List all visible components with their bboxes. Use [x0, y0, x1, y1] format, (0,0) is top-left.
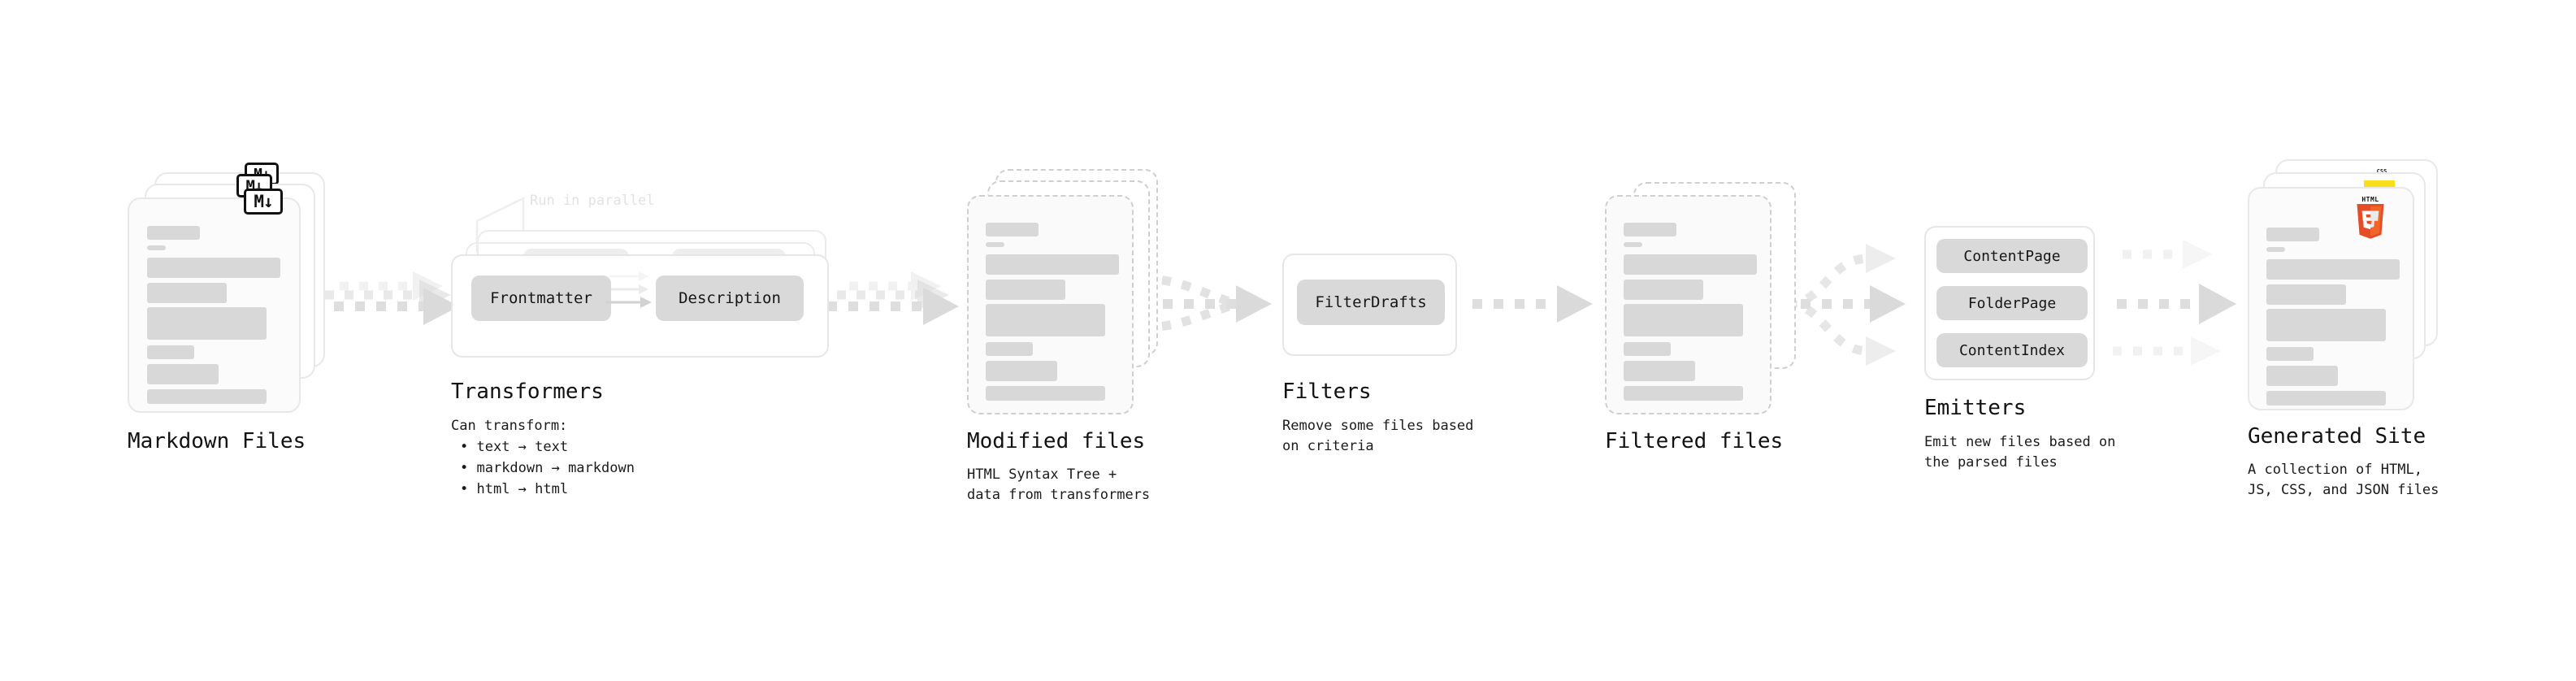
skeleton-bar — [147, 245, 166, 250]
html5-icon-label: HTML — [2361, 196, 2379, 203]
emitter-chip-folderpage[interactable]: FolderPage — [1936, 286, 2088, 320]
arrow-filters-to-filtered — [1472, 285, 1593, 323]
stage-title-filters: Filters — [1282, 380, 1372, 404]
skeleton-bar — [2266, 228, 2319, 241]
skeleton-bar — [986, 280, 1065, 300]
skeleton-bar — [147, 258, 280, 278]
skeleton-bar — [986, 361, 1057, 381]
skeleton-bar — [1624, 304, 1743, 336]
skeleton-bar — [1624, 280, 1703, 300]
transformer-bullet-text: text → text — [476, 439, 569, 455]
skeleton-bar — [147, 307, 267, 340]
markdown-card-front[interactable]: M↓ — [128, 189, 301, 413]
emitter-chip-contentpage[interactable]: ContentPage — [1936, 239, 2088, 273]
stage-subtitle-emitters: Emit new files based on the parsed files — [1924, 434, 2116, 471]
transformer-chip-frontmatter[interactable]: Frontmatter — [471, 275, 611, 321]
stage-title-emitters: Emitters — [1924, 396, 2027, 420]
modified-card-front[interactable] — [967, 195, 1134, 414]
run-in-parallel-label: Run in parallel — [530, 193, 655, 209]
emitters-group[interactable]: ContentPage FolderPage ContentIndex — [1924, 226, 2095, 380]
markdown-icon: M↓ — [244, 189, 283, 215]
filters-group[interactable]: FilterDrafts — [1282, 254, 1457, 356]
skeleton-bar — [147, 345, 194, 359]
stage-subtitle-modified-files: HTML Syntax Tree + data from transformer… — [967, 466, 1151, 503]
transformer-bullet-0: • text → text — [460, 439, 569, 455]
stage-title-filtered-files: Filtered files — [1605, 429, 1784, 453]
skeleton-bar — [2266, 259, 2400, 280]
skeleton-bar — [986, 386, 1105, 401]
html5-icon: HTML — [2352, 197, 2389, 239]
skeleton-bar — [986, 254, 1119, 275]
skeleton-bar — [147, 364, 219, 384]
transformer-bullet-1: • markdown → markdown — [460, 460, 635, 476]
skeleton-bar — [986, 342, 1033, 356]
skeleton-bar — [2266, 309, 2386, 341]
emitter-chip-contentindex[interactable]: ContentIndex — [1936, 333, 2088, 367]
transformer-chip-description[interactable]: Description — [656, 275, 804, 321]
skeleton-bar — [1624, 254, 1757, 275]
transformer-bullet-text: markdown → markdown — [476, 460, 635, 476]
skeleton-bar — [986, 304, 1105, 336]
transformer-bullet-2: • html → html — [460, 481, 569, 497]
skeleton-bar — [2266, 391, 2386, 406]
skeleton-bar — [2266, 284, 2346, 305]
arrow-transformers-to-modified — [827, 271, 959, 325]
skeleton-bar — [2266, 247, 2285, 252]
arrow-modified-to-filters — [1141, 274, 1272, 332]
stage-title-transformers: Transformers — [451, 380, 604, 404]
transformer-layer-front[interactable]: Frontmatter Description — [451, 254, 829, 358]
skeleton-bar — [1624, 361, 1695, 381]
stage-title-markdown-files: Markdown Files — [128, 429, 306, 453]
arrow-filtered-to-emitters — [1780, 244, 1906, 366]
skeleton-bar — [986, 223, 1039, 236]
skeleton-bar — [1624, 386, 1743, 401]
arrow-markdown-to-transformers — [313, 271, 459, 325]
skeleton-bar — [147, 283, 227, 303]
filtered-card-front[interactable] — [1605, 195, 1772, 414]
transformer-bullet-text: html → html — [476, 481, 569, 497]
stage-title-modified-files: Modified files — [967, 429, 1146, 453]
site-card-front[interactable]: HTML — [2248, 187, 2414, 410]
stage-title-generated-site: Generated Site — [2248, 424, 2426, 449]
filter-chip-filterdrafts[interactable]: FilterDrafts — [1297, 280, 1445, 325]
arrow-emitters-to-site — [2113, 240, 2236, 366]
skeleton-bar — [1624, 223, 1676, 236]
stage-subtitle-filters: Remove some files based on criteria — [1282, 418, 1474, 454]
skeleton-bar — [1624, 342, 1671, 356]
stage-subtitle-transformers: Can transform: — [451, 418, 568, 434]
css-badge-label: CSS — [2376, 168, 2387, 175]
skeleton-bar — [986, 242, 1004, 247]
skeleton-bar — [1624, 242, 1642, 247]
skeleton-bar — [147, 389, 267, 404]
stage-subtitle-generated-site: A collection of HTML, JS, CSS, and JSON … — [2248, 462, 2439, 498]
skeleton-bar — [2266, 366, 2338, 386]
skeleton-bar — [147, 226, 200, 240]
skeleton-bar — [2266, 347, 2314, 361]
